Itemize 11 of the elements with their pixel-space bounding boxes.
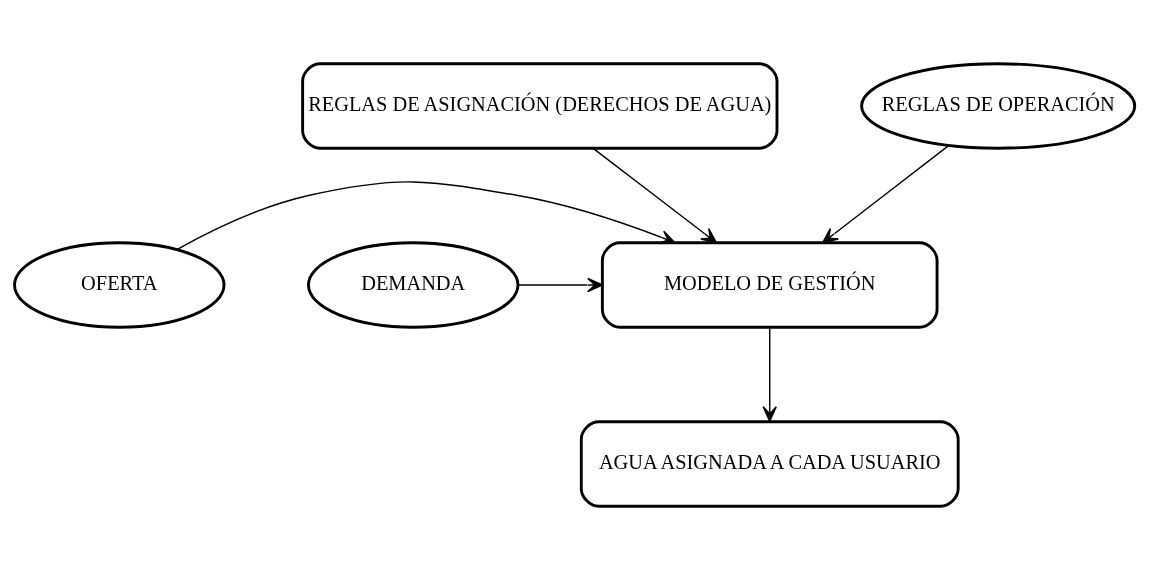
arrow bbox=[176, 181, 676, 251]
node-ellipse: OFERTA bbox=[13, 241, 226, 329]
node-ellipse: REGLAS DE OPERACIÓN bbox=[860, 62, 1137, 150]
node-box: REGLAS DE ASIGNACIÓN (DERECHOS DE AGUA) bbox=[301, 62, 779, 150]
node-box: MODELO DE GESTIÓN bbox=[600, 241, 939, 329]
arrow bbox=[592, 147, 717, 244]
node-box: AGUA ASIGNADA A CADA USUARIO bbox=[579, 420, 960, 508]
node-ellipse: DEMANDA bbox=[307, 241, 520, 329]
arrow bbox=[762, 326, 777, 423]
arrow bbox=[517, 277, 604, 293]
arrow bbox=[822, 144, 950, 244]
